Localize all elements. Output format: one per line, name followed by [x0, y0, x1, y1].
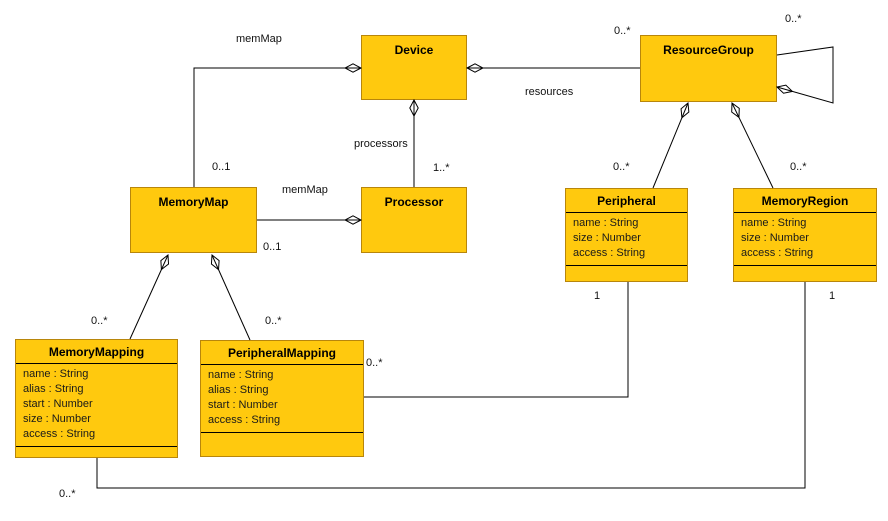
class-title: Device — [394, 43, 434, 57]
operations-compartment — [16, 447, 177, 457]
class-memoryregion: MemoryRegion name : String size : Number… — [733, 188, 877, 282]
multiplicity-resourcegroup-self: 0..* — [785, 13, 802, 25]
multiplicity-peripheral-assoc: 1 — [594, 290, 601, 302]
edge-memorymap-memorymapping — [129, 255, 168, 340]
multiplicity-memmap-processor-end: 0..1 — [263, 241, 282, 253]
edge-resourcegroup-peripheral — [652, 103, 688, 189]
attributes-compartment: name : String alias : String start : Num… — [16, 364, 177, 447]
role-label-resources: resources — [525, 86, 574, 98]
attribute: size : Number — [23, 413, 91, 425]
class-title: PeripheralMapping — [201, 341, 363, 365]
class-title: MemoryMapping — [16, 340, 177, 364]
class-processor: Processor — [361, 187, 467, 253]
class-resourcegroup: ResourceGroup — [640, 35, 777, 102]
attributes-compartment: name : String size : Number access : Str… — [734, 213, 876, 266]
class-title: MemoryRegion — [734, 189, 876, 213]
attribute: alias : String — [23, 383, 84, 395]
class-memorymapping: MemoryMapping name : String alias : Stri… — [15, 339, 178, 458]
attribute: alias : String — [208, 384, 269, 396]
attributes-compartment: name : String alias : String start : Num… — [201, 365, 363, 433]
class-memorymap: MemoryMap — [130, 187, 257, 253]
edge-resourcegroup-memoryregion — [732, 103, 774, 189]
edge-memorymap-peripheralmapping — [212, 255, 251, 341]
multiplicity-peripheralmapping-assoc: 0..* — [366, 357, 383, 369]
class-title: Processor — [384, 195, 444, 209]
attribute: access : String — [741, 247, 814, 259]
class-title: Peripheral — [566, 189, 687, 213]
edge-peripheral-peripheralmapping — [364, 282, 629, 398]
attribute: start : Number — [23, 398, 93, 410]
operations-compartment — [566, 266, 687, 281]
multiplicity-peripheralmapping-mm: 0..* — [265, 315, 282, 327]
operations-compartment — [201, 433, 363, 456]
attribute: start : Number — [208, 399, 278, 411]
class-title: MemoryMap — [158, 195, 229, 209]
attribute: name : String — [741, 217, 807, 229]
attributes-compartment: name : String size : Number access : Str… — [566, 213, 687, 266]
attribute: access : String — [23, 428, 96, 440]
multiplicity-processors: 1..* — [433, 162, 450, 174]
class-peripheral: Peripheral name : String size : Number a… — [565, 188, 688, 282]
attribute: name : String — [208, 369, 274, 381]
role-label-memmap-device: memMap — [236, 33, 282, 45]
multiplicity-memmap-device-end: 0..1 — [212, 161, 231, 173]
class-peripheralmapping: PeripheralMapping name : String alias : … — [200, 340, 364, 457]
attribute: name : String — [23, 368, 89, 380]
multiplicity-resources: 0..* — [614, 25, 631, 37]
multiplicity-memoryregion-assoc: 1 — [829, 290, 836, 302]
multiplicity-memoryregion-rg: 0..* — [790, 161, 807, 173]
attribute: name : String — [573, 217, 639, 229]
attribute: access : String — [208, 414, 281, 426]
attribute: size : Number — [573, 232, 641, 244]
role-label-processors: processors — [354, 138, 408, 150]
class-device: Device — [361, 35, 467, 100]
edge-resourcegroup-self — [777, 46, 834, 104]
multiplicity-memorymapping-mm: 0..* — [91, 315, 108, 327]
multiplicity-memorymapping-assoc: 0..* — [59, 488, 76, 500]
class-title: ResourceGroup — [663, 43, 754, 57]
operations-compartment — [734, 266, 876, 281]
role-label-memmap-processor: memMap — [282, 184, 328, 196]
multiplicity-peripheral-rg: 0..* — [613, 161, 630, 173]
attribute: size : Number — [741, 232, 809, 244]
attribute: access : String — [573, 247, 646, 259]
